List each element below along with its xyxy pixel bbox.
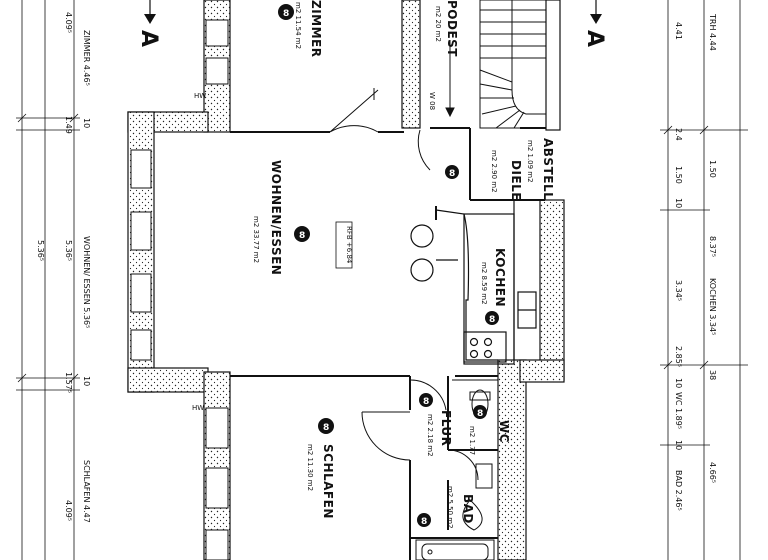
dim-r7: 10 [674,440,683,450]
dim-kochen-b: 3.34⁵ [674,280,683,301]
dimension-labels-left: ZIMMER 4.46⁵ 4.09⁵ 1.49 10 WOHNEN/ ESSEN… [36,12,91,523]
section-marker-left: A [136,0,161,47]
dim-trh-b: 4.41 [674,22,683,40]
room-number-bad: 8 [421,517,427,527]
dim-zimmer-b: 4.09⁵ [64,12,73,33]
dimension-labels-right: TRH 4.44 4.41 2.4 1.50 10 1.50 8.37⁵ KOC… [674,13,717,511]
dim-total: 8.37⁵ [708,236,717,257]
room-name-abstell: ABSTELL [541,138,555,200]
dimension-chain-left [16,0,80,560]
room-area-abstell: m2 1.09 m2 [526,140,534,183]
stair-label: W 08 [428,92,436,110]
room-number-kochen: 8 [489,315,495,325]
dim-total1: 5.36⁵ [64,240,73,261]
dimension-chain-right [660,0,748,560]
dim-r8: 4.66⁵ [708,462,717,483]
hw-label-top: HW [194,92,206,100]
windows [130,19,229,560]
dim-r2: 1.50 [674,166,683,184]
room-name-diele: DIELE [509,160,523,201]
room-name-wc: WC [497,420,511,443]
dim-r5: 2.85⁵ [674,346,683,367]
room-number-diele: 8 [449,169,455,179]
room-name-kochen: KOCHEN [493,248,507,307]
room-name-podest: PODEST [445,0,459,57]
room-area-diele: m2 2.90 m2 [490,150,498,193]
room-area-podest: m2 20 m2 [434,6,442,42]
dim-kochen: KOCHEN 3.34⁵ [708,278,717,335]
dim-bad: BAD 2.46⁵ [674,470,683,511]
room-area-zimmer: m2 11.54 m2 [294,2,302,49]
section-marker-right: A [582,0,607,47]
dim-r9: 38 [708,370,717,380]
dim-wc: WC 1.89⁵ [674,392,683,429]
level-tag: RFB +6.84 [335,221,353,269]
dim-r6: 10 [674,378,683,388]
dim-total2: 5.36⁵ [36,240,45,261]
dim-r1: 2.4 [674,128,683,141]
room-number-wohnen: 8 [299,231,305,241]
interior-walls [230,127,546,560]
room-name-wohnen: WOHNEN/ESSEN [269,160,283,275]
room-area-wc: m2 1.77 [468,426,476,455]
dim-z1: 1.49 [64,116,73,134]
dim-zimmer: ZIMMER 4.46⁵ [82,30,91,86]
room-number-schlafen: 8 [323,423,329,433]
room-area-wohnen: m2 33.77 m2 [252,216,260,263]
dim-z3: 1.57⁵ [64,372,73,393]
room-name-schlafen: SCHLAFEN [321,444,335,519]
room-labels: ZIMMER m2 11.54 m2 PODEST m2 20 m2 W 08 … [192,0,555,529]
dim-trh: TRH 4.44 [708,13,717,51]
bathroom-fixtures [415,379,498,560]
room-area-schlafen: m2 11.30 m2 [306,444,314,491]
room-name-flur: FLUR [439,410,453,446]
dim-r4: 1.50 [708,160,717,178]
room-number-wc: 8 [477,409,483,419]
level-tag-text: RFB +6.84 [345,226,353,264]
room-area-bad: m2 5.50 m2 [446,486,454,529]
dim-wohnen: WOHNEN/ ESSEN 5.36⁵ [82,236,91,328]
room-name-bad: BAD [461,494,475,524]
dim-schlafen-b: 4.09⁵ [64,500,73,521]
dim-z4: 10 [82,376,91,386]
room-number-zimmer: 8 [283,9,289,19]
doors [329,88,479,481]
room-area-flur: m2 2.18 m2 [426,414,434,457]
room-markers: 8 8 8 8 8 8 8 8 [278,4,499,527]
section-label-a-right: A [582,30,607,47]
kitchen-furniture [410,200,537,365]
room-name-zimmer: ZIMMER [309,0,323,58]
staircase [445,0,547,129]
dim-r3: 10 [674,198,683,208]
dim-schlafen: SCHLAFEN 4.47 [82,460,91,523]
dim-z2: 10 [82,118,91,128]
room-number-flur: 8 [423,397,429,407]
room-area-kochen: m2 8.59 m2 [480,262,488,305]
section-label-a-left: A [136,30,161,47]
hw-label-bottom: HW [192,404,204,412]
